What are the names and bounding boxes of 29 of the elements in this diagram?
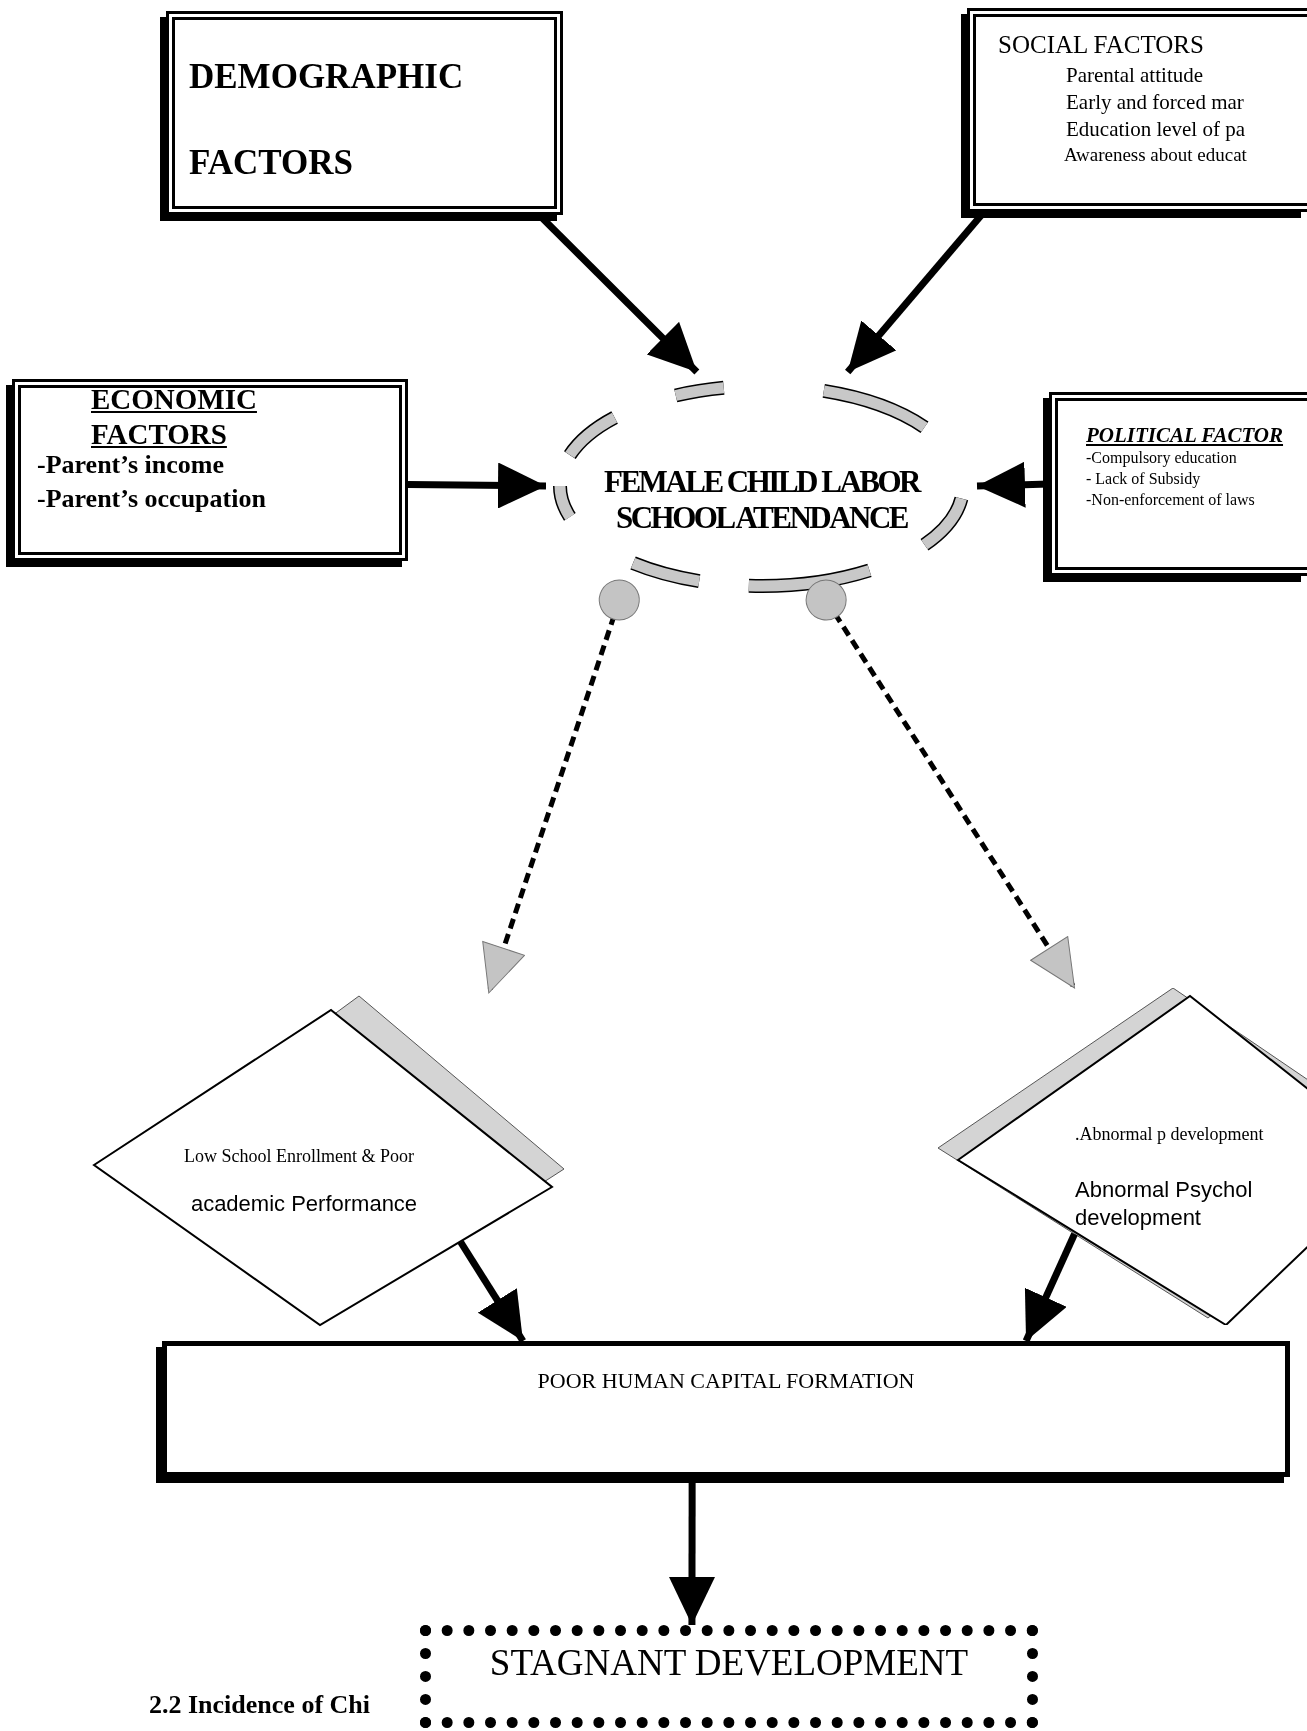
diamond-text: Low School Enrollment & Poor: [183, 1145, 415, 1167]
list-item: -Parent’s income: [37, 450, 225, 480]
arrow: [482, 579, 640, 994]
box-text: POOR HUMAN CAPITAL FORMATION: [536, 1368, 916, 1394]
section-heading: 2.2 Incidence of Chi: [149, 1690, 370, 1720]
list-item: Parental attitude: [1066, 63, 1205, 88]
list-item: Education level of pa: [1066, 117, 1246, 142]
list-item: -Compulsory education: [1086, 449, 1238, 467]
diamond-text: .Abnormal p development: [1075, 1123, 1265, 1145]
arrow: [1022, 1232, 1078, 1343]
title-text: FEMALE CHILD LABOR SCHOOL ATENDANCE: [603, 464, 921, 536]
list-item: -Non-enforcement of laws: [1086, 491, 1256, 509]
arrow: [805, 579, 1077, 990]
diamond-text: Abnormal Psychol development: [1075, 1176, 1254, 1232]
heading: DEMOGRAPHIC FACTORS: [189, 56, 465, 184]
diamond-text: academic Performance: [189, 1191, 419, 1217]
box-text: STAGNANT DEVELOPMENT: [488, 1641, 970, 1684]
list-item: Awareness about educat: [1064, 144, 1248, 166]
list-item: Early and forced mar: [1066, 90, 1245, 115]
list-item: - Lack of Subsidy: [1086, 470, 1202, 488]
arrow: [457, 1240, 526, 1343]
dotted-box: [420, 1625, 1038, 1728]
heading: POLITICAL FACTOR: [1086, 423, 1285, 448]
heading: ECONOMIC FACTORS: [91, 382, 258, 452]
list-item: -Parent’s occupation: [37, 484, 267, 514]
arrow: [407, 462, 547, 509]
diamond-shape: [94, 993, 564, 1325]
heading: SOCIAL FACTORS: [998, 31, 1205, 59]
diamond-shape: [938, 988, 1307, 1325]
